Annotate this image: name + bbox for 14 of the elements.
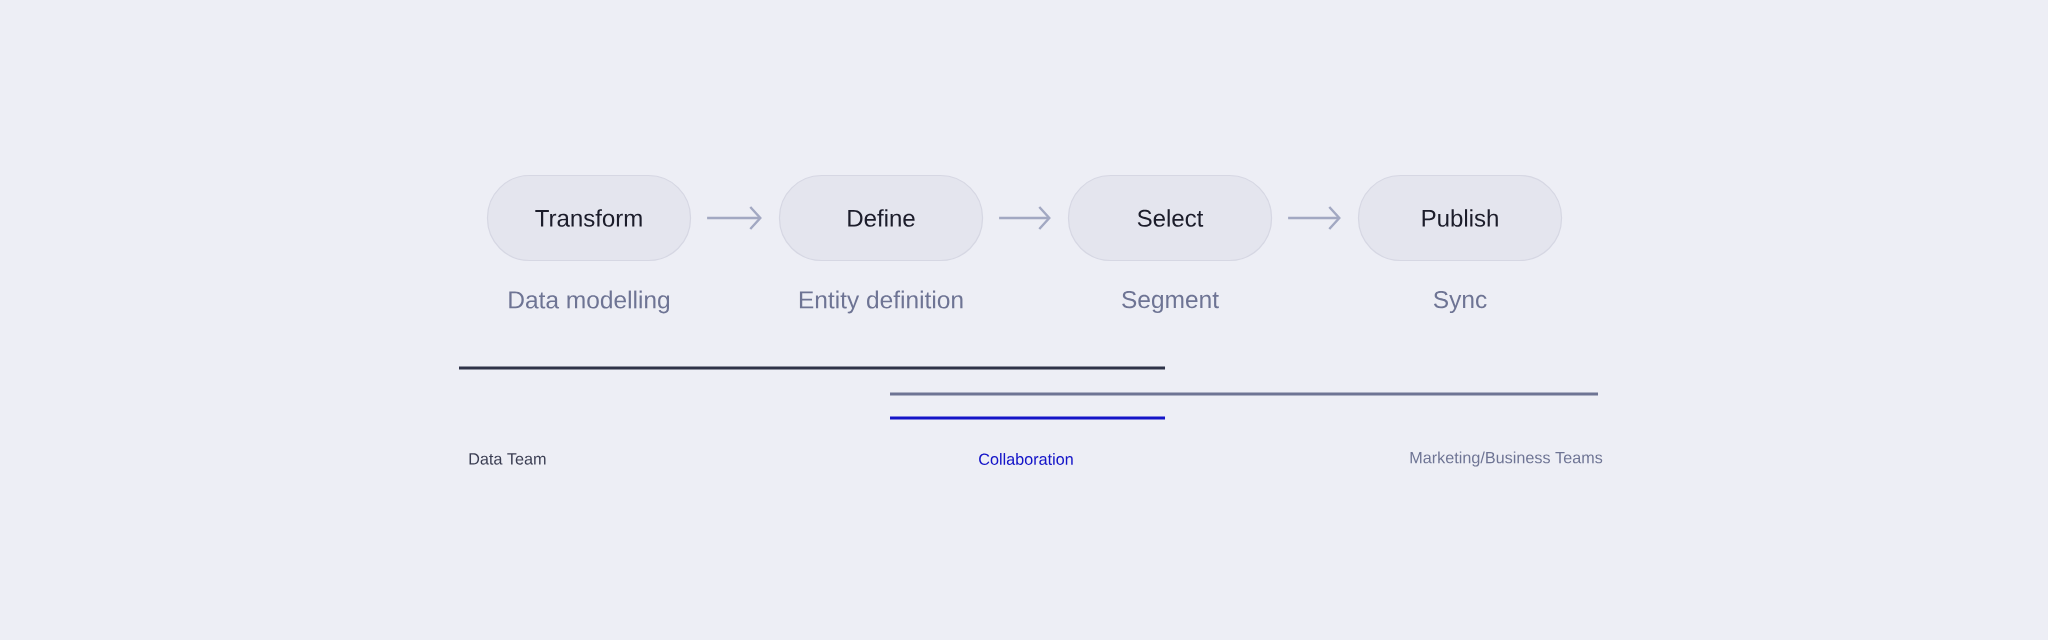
step-pill: Define — [778, 174, 984, 262]
arrow — [707, 206, 762, 230]
team-label: Marketing/Business Teams — [1410, 451, 1603, 467]
step-caption: Entity definition — [799, 290, 963, 314]
team-label: Data Team — [469, 453, 546, 465]
arrow — [1288, 206, 1341, 230]
step-pill: Publish — [1357, 174, 1563, 262]
step-caption: Sync — [1433, 290, 1487, 314]
step-pill: Select — [1067, 174, 1273, 262]
arrow — [999, 206, 1051, 230]
step-pill: Transform — [486, 174, 692, 262]
team-label: Collaboration — [979, 453, 1073, 465]
step-caption: Data modelling — [509, 290, 670, 314]
step-caption: Segment — [1122, 290, 1219, 314]
